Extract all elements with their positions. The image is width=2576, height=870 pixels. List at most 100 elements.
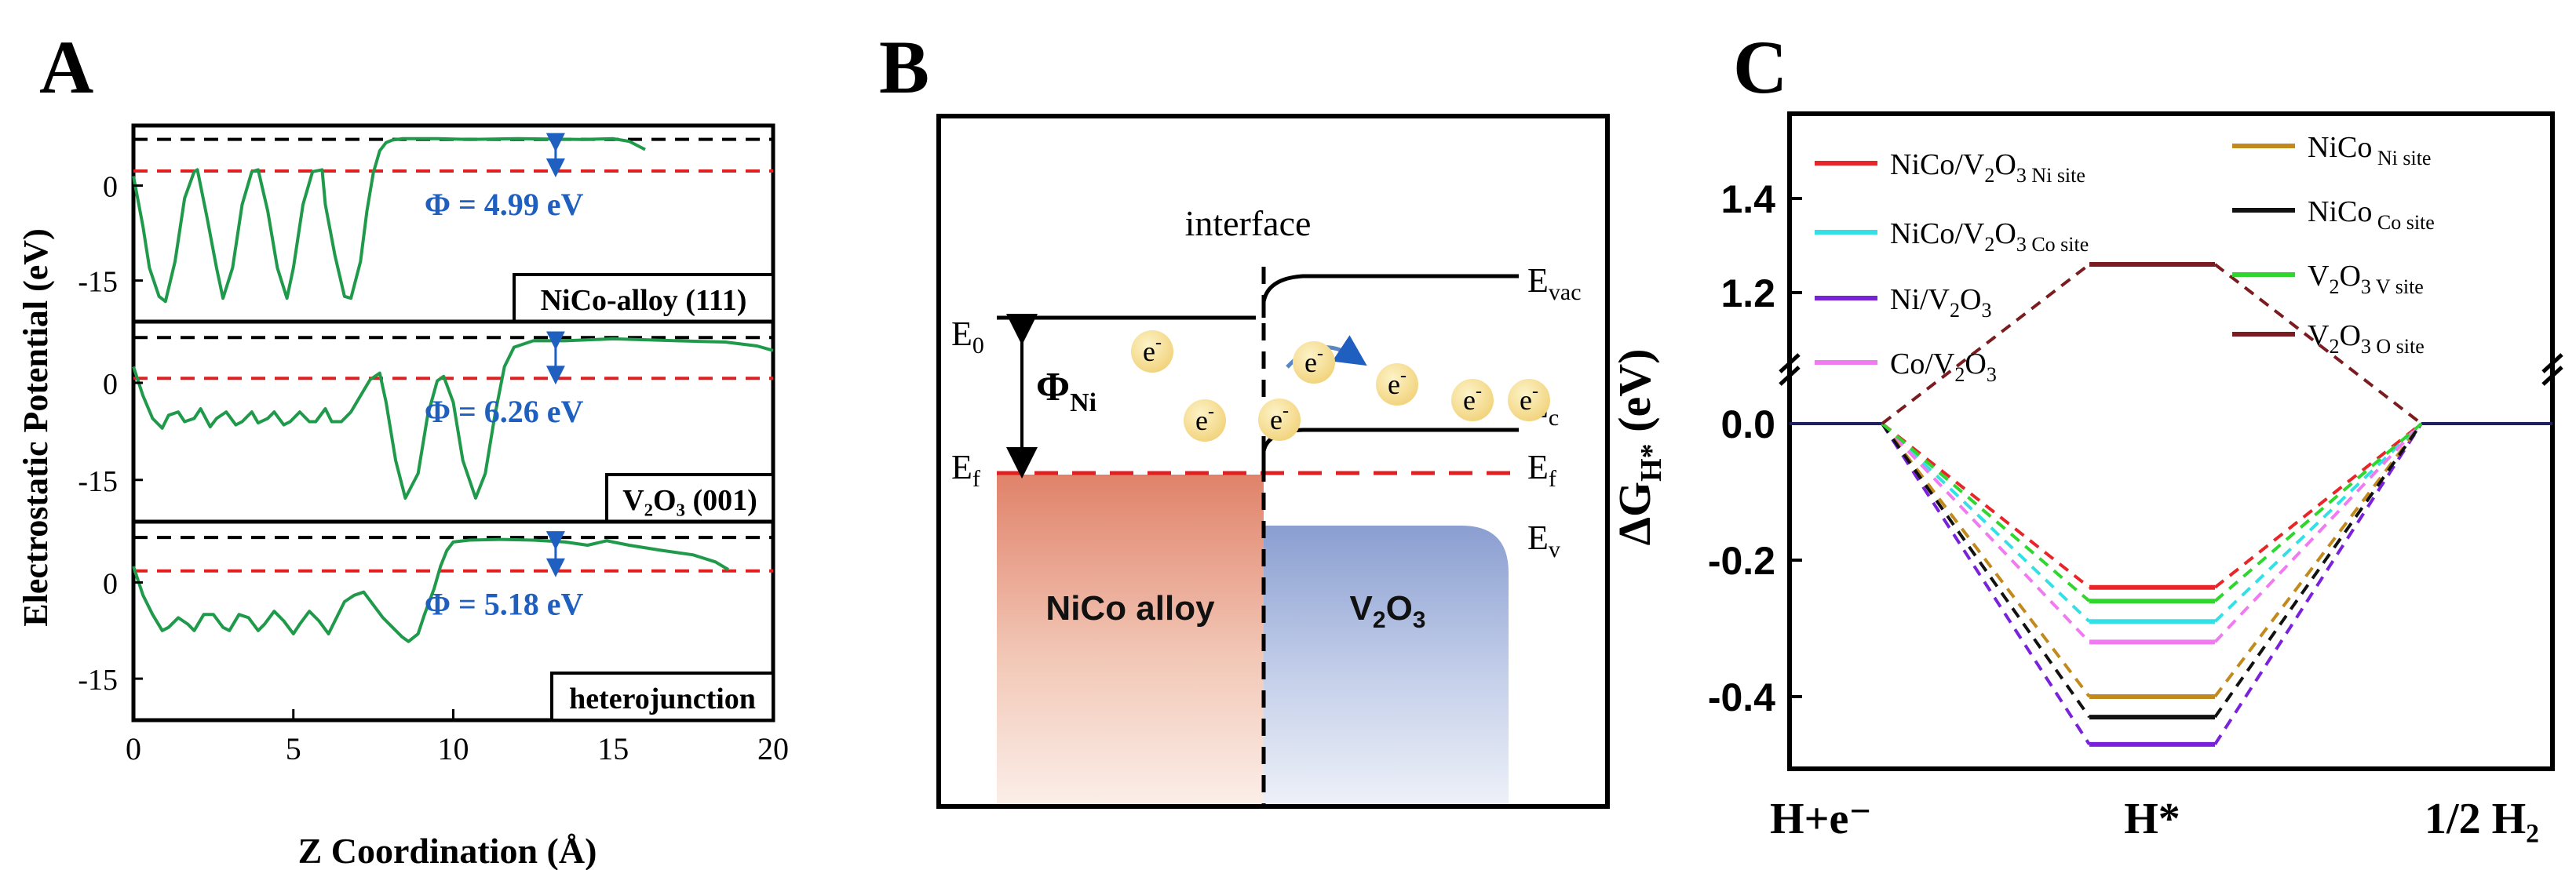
legend-entry: NiCo Co site — [2232, 195, 2435, 234]
panel-c-letter: C — [1733, 25, 1787, 109]
y-tick-label: 1.2 — [1720, 271, 1775, 315]
v2o3-label: V2O3 — [1350, 589, 1426, 633]
series-line — [1881, 422, 2423, 604]
electron: e- — [1131, 330, 1173, 373]
ef-left-label: Ef — [951, 448, 980, 492]
series-rise — [1881, 422, 2091, 589]
panel-c-series — [1790, 262, 2552, 747]
electron-circle — [1376, 363, 1418, 406]
subplot-label: NiCo-alloy (111) — [541, 284, 747, 317]
legend-label: NiCo Co site — [2308, 195, 2435, 234]
legend-entry: V2O3 V site — [2232, 260, 2424, 298]
panel-c: C ΔGH* (eV) 1.41.20.0-0.2-0.4H+e⁻H*1/2 H… — [1609, 25, 2563, 843]
legend-label: V2O3 O site — [2308, 319, 2425, 358]
legend-entry: V2O3 O site — [2232, 319, 2425, 358]
y-tick-label: -15 — [78, 664, 118, 697]
panel-c-ylabel: ΔGH* (eV) — [1609, 349, 1668, 546]
electron-circle — [1293, 341, 1335, 384]
series-rise — [1881, 422, 2091, 698]
y-tick-label: -15 — [78, 266, 118, 299]
ev-label: Ev — [1527, 519, 1560, 562]
work-function-label: Φ = 4.99 eV — [425, 187, 584, 222]
series-fall — [2213, 422, 2423, 643]
x-tick-label: 0 — [126, 731, 141, 766]
series-fall — [2213, 422, 2423, 589]
series-fall — [2213, 422, 2423, 719]
series-line — [1881, 422, 2423, 590]
series-rise — [1881, 263, 2091, 425]
legend-label: NiCo Ni site — [2308, 131, 2431, 169]
series-line — [1881, 262, 2423, 425]
x-tick-label: 20 — [757, 731, 789, 766]
y-tick-label: 0.0 — [1720, 402, 1775, 446]
phi-ni-label: ΦNi — [1036, 365, 1096, 417]
legend-label: Co/V2O3 — [1890, 348, 1997, 386]
series-fall — [2213, 422, 2423, 602]
evac-level-line — [1261, 274, 1519, 318]
panel-a-letter: A — [39, 25, 93, 109]
legend-label: Ni/V2O3 — [1890, 283, 1991, 322]
electron-circle — [1508, 379, 1550, 421]
y-tick-label: 1.4 — [1720, 177, 1775, 221]
subplot-frame — [131, 519, 775, 723]
electron: e- — [1184, 399, 1226, 442]
electron-group: e-e-e-e-e-e-e- — [1131, 330, 1550, 442]
electron-circle — [1451, 379, 1494, 421]
series-line — [1881, 422, 2423, 720]
series-line — [1881, 422, 2423, 699]
panel-a-ylabel: Electrostatic Potential (eV) — [16, 228, 55, 626]
series-rise — [1881, 422, 2091, 745]
electron-label: e- — [1143, 333, 1162, 367]
potential-curve — [132, 337, 774, 500]
evac-label: Evac — [1527, 261, 1582, 305]
electron-label: e- — [1304, 344, 1323, 378]
series-fall — [2213, 263, 2423, 425]
x-tick-label: H* — [2124, 795, 2180, 843]
x-tick-label: 10 — [438, 731, 469, 766]
y-tick-label: 0 — [103, 368, 118, 401]
electron: e- — [1451, 379, 1494, 421]
panel-a: A Electrostatic Potential (eV) Z Coordin… — [16, 25, 789, 870]
electron-label: e- — [1388, 366, 1407, 400]
y-tick-label: 0 — [103, 567, 118, 600]
legend-entry: NiCo Ni site — [2232, 131, 2431, 169]
legend-label: NiCo/V2O3 Co site — [1890, 217, 2089, 256]
subplot-label: heterojunction — [569, 683, 756, 715]
x-tick-label: H+e⁻ — [1770, 795, 1872, 843]
panel-c-ticks: 1.41.20.0-0.2-0.4H+e⁻H*1/2 H₂ — [1708, 177, 2539, 843]
band-diagram-frame — [936, 114, 1610, 809]
electron-label: e- — [1270, 401, 1289, 435]
v2o3-block — [1264, 526, 1509, 804]
x-tick-label: 5 — [286, 731, 301, 766]
series-rise — [1881, 422, 2091, 623]
subplot-label-box — [550, 672, 775, 722]
electron-label: e- — [1195, 402, 1214, 436]
series-line — [1881, 422, 2423, 747]
series-fall — [2213, 422, 2423, 623]
panel-b: B interface E0 Ef Evac Ec Ef Ev ΦNi e-e-… — [879, 25, 1610, 809]
potential-curve — [132, 137, 646, 304]
panel-b-letter: B — [879, 25, 929, 109]
series-rise — [1881, 422, 2091, 643]
y-tick-label: -15 — [78, 465, 118, 498]
axis-break-right — [2541, 353, 2563, 386]
panel-a-xlabel: Z Coordination (Å) — [298, 831, 597, 870]
electron: e- — [1508, 379, 1550, 421]
legend-entry: NiCo/V2O3 Ni site — [1815, 148, 2085, 187]
legend-entry: NiCo/V2O3 Co site — [1815, 217, 2089, 256]
subplot-label: V₂O₃ (001) — [622, 484, 757, 517]
axis-break-left — [1779, 353, 1801, 386]
electron: e- — [1293, 341, 1335, 384]
ef-right-label: Ef — [1527, 448, 1556, 492]
electron-circle — [1131, 330, 1173, 373]
electron: e- — [1376, 363, 1418, 406]
work-function-label: Φ = 6.26 eV — [425, 394, 584, 429]
electron-circle — [1184, 399, 1226, 442]
series-rise — [1881, 422, 2091, 602]
legend-label: V2O3 V site — [2308, 260, 2424, 298]
panel-c-frame — [1787, 111, 2555, 771]
